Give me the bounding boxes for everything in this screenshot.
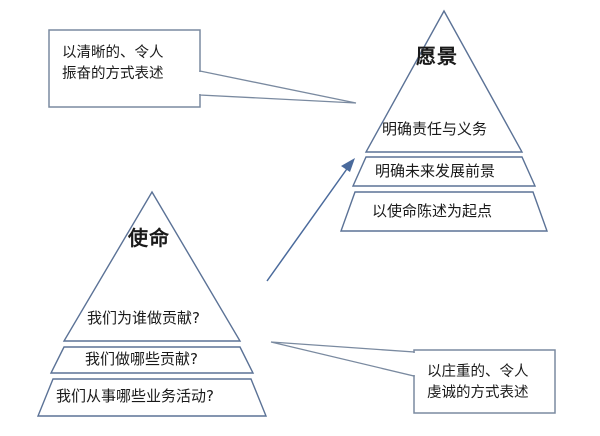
mission-tier-2-trapezoid[interactable] bbox=[49, 346, 255, 374]
vision-callout-line-1: 以清晰的、令人 bbox=[62, 45, 164, 61]
mission-tier-1-label: 我们为谁做贡献? bbox=[87, 309, 200, 327]
mission-pyramid-title: 使命 bbox=[128, 226, 170, 250]
vision-callout-line-2: 振奋的方式表述 bbox=[62, 66, 164, 82]
mission-callout-box[interactable] bbox=[413, 349, 556, 414]
mission-callout-tail bbox=[270, 341, 415, 377]
vision-tier-2-label: 明确未来发展前景 bbox=[375, 162, 496, 180]
mission-tier-3-trapezoid[interactable] bbox=[36, 378, 268, 417]
vision-callout-tail bbox=[199, 70, 357, 104]
vision-tier-2-trapezoid[interactable] bbox=[351, 156, 537, 187]
mission-to-vision-arrow bbox=[266, 158, 355, 282]
vision-pyramid-title: 愿景 bbox=[416, 44, 458, 68]
vision-tier-3-trapezoid[interactable] bbox=[340, 191, 548, 232]
mission-pyramid-shape[interactable] bbox=[36, 190, 268, 417]
vision-pyramid-shape[interactable] bbox=[340, 9, 548, 232]
vision-tier-3-label: 以使命陈述为起点 bbox=[372, 202, 493, 220]
mission-callout-line-2: 虔诚的方式表述 bbox=[427, 385, 529, 401]
vision-tier-1-label: 明确责任与义务 bbox=[382, 120, 488, 138]
arrow-shaft bbox=[266, 165, 350, 282]
arrow-head bbox=[341, 158, 355, 172]
mission-callout-shape[interactable] bbox=[270, 341, 556, 414]
mission-callout-line-1: 以庄重的、令人 bbox=[427, 364, 529, 380]
vision-callout-shape[interactable] bbox=[48, 29, 357, 108]
vision-callout-box[interactable] bbox=[48, 29, 201, 108]
mission-tier-2-label: 我们做哪些贡献? bbox=[85, 350, 198, 368]
mission-tier-1-triangle[interactable] bbox=[62, 190, 242, 342]
mission-tier-3-label: 我们从事哪些业务活动? bbox=[56, 387, 214, 405]
vision-tier-1-triangle[interactable] bbox=[364, 9, 524, 153]
